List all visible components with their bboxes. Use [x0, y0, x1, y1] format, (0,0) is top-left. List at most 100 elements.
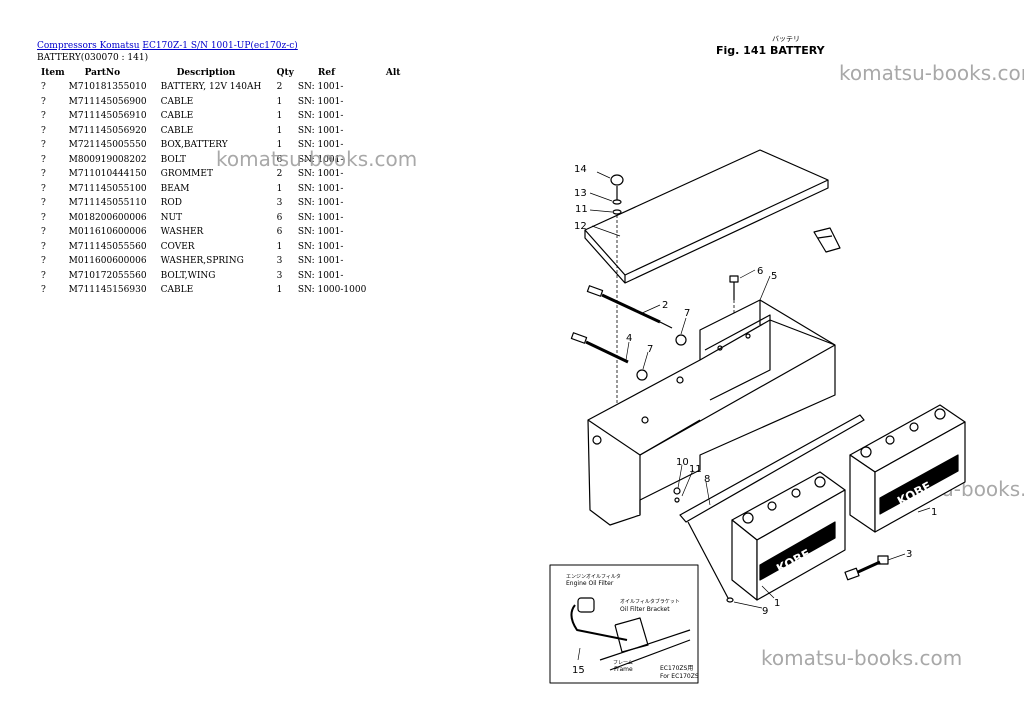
cell-ref: SN: 1001-	[297, 241, 344, 252]
cell-alt	[384, 182, 418, 197]
cell-description: WASHER	[160, 227, 204, 238]
cell-alt	[384, 196, 418, 211]
cell-qty: 1	[276, 140, 283, 151]
header-qty: Qty	[276, 68, 294, 78]
cell-qty: 6	[276, 227, 283, 238]
cell-ref: SN: 1001-	[297, 96, 344, 107]
cell-ref: SN: 1000-1000	[297, 285, 367, 296]
cell-qty: 1	[276, 285, 283, 296]
battery-part: KOBE	[849, 404, 966, 533]
inset-label-engine-oil-filter: Engine Oil Filter	[566, 580, 614, 587]
header-description: Description	[176, 68, 236, 78]
wing-bolt-part	[610, 174, 624, 440]
cell-alt	[384, 254, 418, 269]
cell-qty: 1	[276, 241, 283, 252]
cell-description: BEAM	[160, 183, 190, 194]
inset-label-model: For EC170ZS	[660, 673, 699, 680]
callout-label: 3	[906, 549, 912, 560]
watermark: komatsu-books.com	[761, 646, 963, 670]
cell-alt	[384, 225, 418, 240]
cell-item: ?	[41, 169, 46, 180]
cell-ref: SN: 1001-	[297, 111, 344, 122]
cell-partno: M011600600006	[68, 256, 147, 267]
cell-alt	[384, 269, 418, 284]
callouts: 14 13 11 12 6 5 2 7 4 7 10 11 8 1 3 9 1	[574, 164, 937, 617]
callout-label: 5	[771, 271, 777, 282]
table-row: ? M711145055560 COVER 1 SN: 1001-	[37, 240, 418, 255]
callout-label: 1	[931, 507, 937, 518]
rod-part	[673, 487, 734, 603]
cell-qty: 1	[276, 125, 283, 136]
cell-alt	[384, 124, 418, 139]
callout-label: 7	[647, 344, 653, 355]
header-item: Item	[41, 68, 65, 78]
callout-label: 14	[574, 164, 587, 175]
header-partno: PartNo	[84, 68, 121, 78]
cell-alt	[384, 109, 418, 124]
breadcrumb-link-model[interactable]: EC170Z-1 S/N 1001-UP(ec170z-c)	[142, 41, 298, 51]
cell-qty: 1	[276, 111, 283, 122]
cell-partno: M710181355010	[68, 82, 147, 93]
cell-item: ?	[41, 183, 46, 194]
cell-partno: M011610600006	[68, 227, 147, 238]
cell-description: COVER	[160, 241, 195, 252]
cell-qty: 6	[276, 154, 283, 165]
cell-item: ?	[41, 82, 46, 93]
cell-alt	[384, 211, 418, 226]
cell-qty: 1	[276, 96, 283, 107]
cell-ref: SN: 1001-	[297, 198, 344, 209]
cell-partno: M711145055100	[68, 183, 147, 194]
cell-description: BOX,BATTERY	[160, 140, 228, 151]
inset-label-engine-oil-filter-jp: エンジンオイルフィルタ	[566, 573, 621, 580]
inset-label-model-jp: EC170ZS用	[660, 665, 693, 672]
cell-ref: SN: 1001-	[297, 227, 344, 238]
cell-item: ?	[41, 96, 46, 107]
cell-ref: SN: 1001-	[297, 82, 344, 93]
cell-ref: SN: 1001-	[297, 270, 344, 281]
inset-label-frame-jp: フレーム	[613, 660, 633, 666]
header-alt: Alt	[385, 68, 401, 78]
cell-item: ?	[41, 212, 46, 223]
cable-part	[586, 285, 687, 346]
cell-partno: M710172055560	[68, 270, 147, 281]
cell-partno: M800919008202	[68, 154, 147, 165]
cell-partno: M711145055560	[68, 241, 147, 252]
cell-description: WASHER,SPRING	[160, 256, 244, 267]
cell-ref: SN: 1001-	[297, 140, 344, 151]
cell-description: BOLT	[160, 154, 187, 165]
cell-item: ?	[41, 270, 46, 281]
figure-title-kana: バッテリ	[772, 35, 800, 43]
cell-description: CABLE	[160, 125, 194, 136]
cell-ref: SN: 1001-	[297, 183, 344, 194]
callout-label: 8	[704, 474, 710, 485]
cell-qty: 3	[276, 256, 283, 267]
callout-label: 2	[662, 300, 668, 311]
callout-label: 15	[572, 665, 585, 676]
cell-partno: M711145156930	[68, 285, 147, 296]
breadcrumb: Compressors Komatsu EC170Z-1 S/N 1001-UP…	[37, 40, 298, 52]
cell-item: ?	[41, 241, 46, 252]
cell-partno: M711010444150	[68, 169, 147, 180]
cable-part	[570, 332, 648, 381]
battery-box-part	[587, 299, 836, 526]
inset-detail: エンジンオイルフィルタ Engine Oil Filter オイルフィルタブラケ…	[549, 564, 699, 684]
cell-description: GROMMET	[160, 169, 213, 180]
leader-lines	[589, 171, 931, 609]
cell-description: CABLE	[160, 96, 194, 107]
cell-alt	[384, 95, 418, 110]
figure-title: Fig. 141 BATTERY	[716, 44, 825, 57]
cell-description: NUT	[160, 212, 183, 223]
cell-qty: 6	[276, 212, 283, 223]
battery-exploded-diagram: KOBE KOBE 14 13 11	[549, 149, 966, 684]
breadcrumb-link-compressors[interactable]: Compressors Komatsu	[37, 41, 140, 51]
cell-qty: 1	[276, 183, 283, 194]
cell-partno: M018200600006	[68, 212, 147, 223]
cell-ref: SN: 1001-	[297, 212, 344, 223]
